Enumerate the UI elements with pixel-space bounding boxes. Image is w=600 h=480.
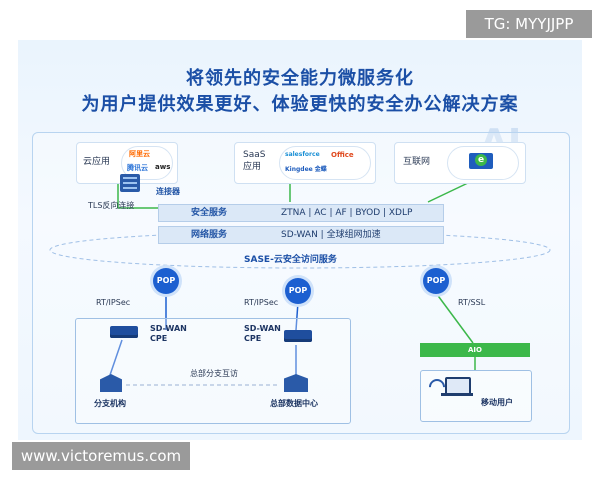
saas-apps-label: SaaS 应用 (243, 150, 266, 172)
tls-reverse-label: TLS反向连接 (88, 201, 135, 210)
internet-box: 互联网 e (394, 142, 526, 184)
cpe-device-left-icon (110, 326, 138, 338)
network-services-title: 网络服务 (191, 230, 228, 240)
architecture-poster: 将领先的安全能力微服务化 为用户提供效果更好、体验更快的安全办公解决方案 AI … (18, 40, 582, 440)
cpe-label-right: SD-WAN CPE (244, 324, 281, 343)
office-logo: Office (331, 151, 354, 159)
internet-label: 互联网 (403, 157, 431, 167)
network-services-bar: 网络服务 SD-WAN | 全球组网加速 (158, 226, 444, 244)
hq-building-icon (284, 374, 308, 392)
laptop-base-icon (441, 393, 473, 396)
ie-logo-letter: e (475, 154, 487, 166)
hq-site-label: 总部数据中心 (270, 399, 318, 408)
website-watermark: www.victoremus.com (12, 442, 190, 470)
internet-cloud-icon (447, 146, 519, 180)
interconnect-label: 总部分支互访 (190, 369, 238, 378)
pop-node-left: POP (153, 268, 179, 294)
cpe-label-left: SD-WAN CPE (150, 324, 187, 343)
branch-site-label: 分支机构 (94, 399, 126, 408)
mobile-users-area: 移动用户 (420, 370, 532, 422)
aliyun-logo: 阿里云 (129, 150, 150, 158)
salesforce-logo: salesforce (285, 151, 320, 158)
saas-apps-box: SaaS 应用 salesforce Office Kingdee 金蝶 (234, 142, 376, 184)
poster-title-line1: 将领先的安全能力微服务化 (186, 68, 414, 89)
sase-service-label: SASE-云安全访问服务 (244, 255, 337, 265)
security-services-list: ZTNA | AC | AF | BYOD | XDLP (281, 208, 413, 218)
connector-label: 连接器 (156, 187, 180, 196)
cloud-apps-label: 云应用 (83, 157, 111, 167)
pop-middle-link (295, 301, 299, 331)
connector-device-icon (120, 174, 140, 192)
tencent-cloud-logo: 腾讯云 (127, 164, 148, 172)
security-services-bar: 安全服务 ZTNA | AC | AF | BYOD | XDLP (158, 204, 444, 222)
internet-link (427, 181, 471, 203)
link-label-right: RT/SSL (458, 298, 486, 307)
telegram-watermark: TG: MYYJJPP (466, 10, 592, 38)
security-services-title: 安全服务 (191, 208, 228, 218)
saas-cloud-icon (279, 146, 371, 180)
pop-right-link (435, 292, 474, 344)
cpe-left-branch-link (109, 339, 123, 376)
aws-logo: aws (155, 163, 171, 171)
aio-bar: AIO (420, 343, 530, 357)
link-label-left: RT/IPSec (96, 298, 131, 307)
ie-browser-icon: e (469, 153, 493, 169)
branch-building-icon (100, 374, 122, 392)
pop-node-middle: POP (285, 278, 311, 304)
poster-title-line2: 为用户提供效果更好、体验更快的安全办公解决方案 (81, 94, 519, 115)
link-label-middle: RT/IPSec (244, 298, 279, 307)
kingdee-logo: Kingdee 金蝶 (285, 166, 327, 173)
network-services-list: SD-WAN | 全球组网加速 (281, 230, 381, 240)
pop-node-right: POP (423, 268, 449, 294)
cpe-device-right-icon (284, 330, 312, 342)
mobile-users-label: 移动用户 (481, 398, 513, 407)
